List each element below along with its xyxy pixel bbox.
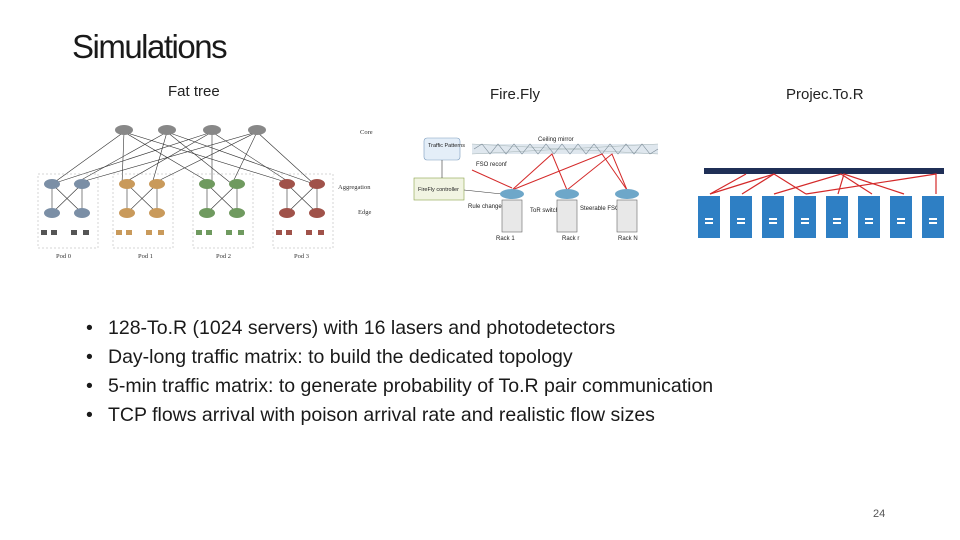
server-hosts (41, 230, 324, 235)
pod-boxes (37, 173, 334, 249)
controller-box: FireFly controller (413, 177, 465, 201)
fso-reconf-label: FSO reconf (476, 162, 507, 168)
tor-switches (500, 189, 639, 199)
bullet-item: 5-min traffic matrix: to generate probab… (86, 372, 713, 401)
bullet-list: 128-To.R (1024 servers) with 16 lasers a… (86, 314, 713, 430)
firefly-diagram: Ceiling mirror FSO reconf Rule change To… (413, 137, 659, 242)
bullet-item: Day-long traffic matrix: to build the de… (86, 343, 713, 372)
tor-switch-label: ToR switch (530, 208, 559, 214)
bullet-item: TCP flows arrival with poison arrival ra… (86, 401, 713, 430)
rack-n-label: Rack N (618, 236, 638, 242)
controller-label: FireFly controller (418, 187, 459, 193)
slide-title: Simulations (72, 28, 228, 65)
firefly-label: Fire.Fly (490, 86, 540, 103)
controller-to-tor-arrow (463, 189, 503, 195)
pod-label-1: Pod 1 (138, 253, 153, 260)
aggregation-switches (44, 179, 325, 189)
steerable-fsos-label: Steerable FSOs (580, 206, 623, 212)
projector-diagram (698, 168, 944, 238)
traffic-patterns-box: Traffic Patterns (423, 137, 465, 161)
core-switches (115, 125, 266, 135)
fat-tree-label: Fat tree (168, 83, 220, 100)
layer-label-core: Core (360, 129, 373, 136)
fso-links (471, 153, 628, 191)
rack-1-label: Rack 1 (496, 236, 515, 242)
projector-label: Projec.To.R (786, 86, 864, 103)
edge-switches (44, 208, 325, 218)
laser-links (709, 173, 937, 195)
page-number: 24 (873, 508, 886, 520)
bullet-item: 128-To.R (1024 servers) with 16 lasers a… (86, 314, 713, 343)
tor-racks (698, 196, 944, 238)
pod-label-2: Pod 2 (216, 253, 231, 260)
racks (501, 199, 638, 233)
rule-change-label: Rule change (468, 204, 502, 210)
ceiling-mirror-label: Ceiling mirror (538, 137, 574, 143)
rack-server-marks (705, 218, 937, 224)
fat-tree-diagram: Core Aggregation Edge Pod 0 Pod 1 Pod 2 … (37, 125, 373, 260)
layer-label-edge: Edge (358, 209, 371, 216)
mirror-bar (704, 168, 944, 174)
ceiling-mirror (471, 143, 659, 155)
layer-label-aggregation: Aggregation (338, 184, 371, 191)
pod-label-3: Pod 3 (294, 253, 309, 260)
pod-label-0: Pod 0 (56, 253, 71, 260)
rack-r-label: Rack r (562, 236, 579, 242)
traffic-patterns-label: Traffic Patterns (428, 143, 465, 149)
fat-tree-links (51, 131, 318, 214)
